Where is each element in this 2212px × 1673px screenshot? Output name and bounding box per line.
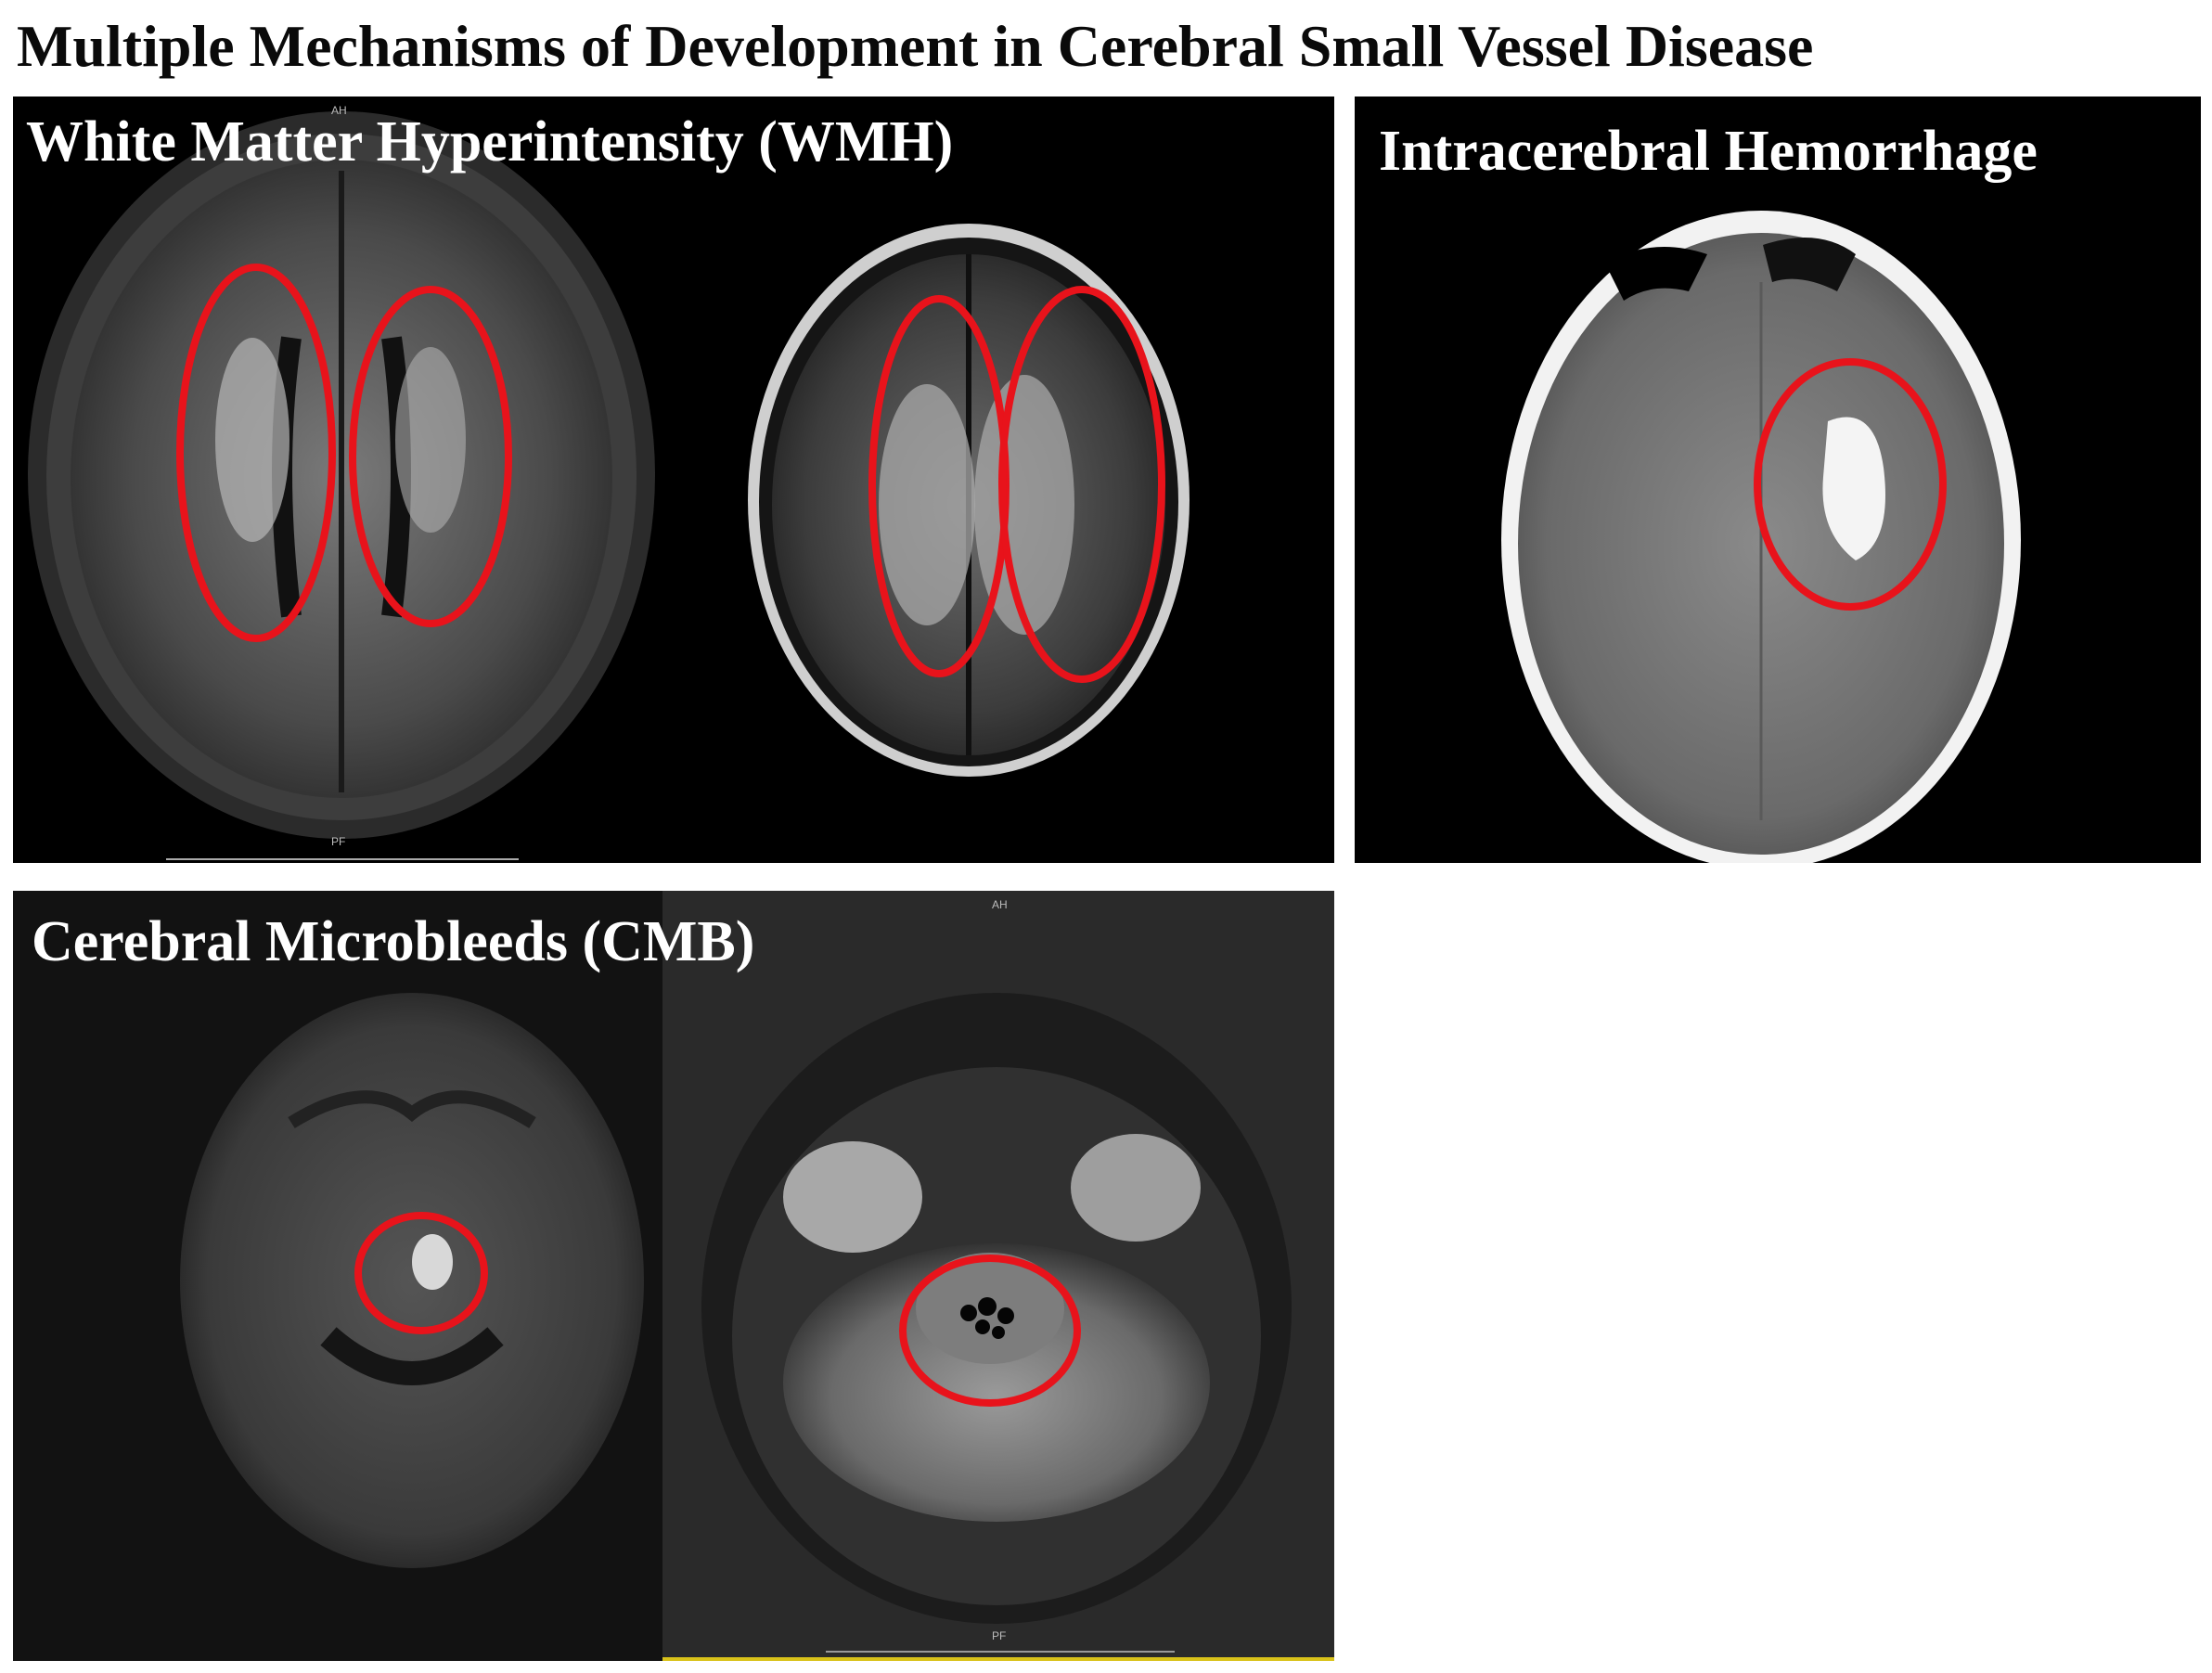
- wmh-highlight-1: [176, 264, 336, 642]
- ich-panel: Intracerebral Hemorrhage: [1355, 97, 2201, 863]
- ich-hematoma: [1822, 417, 1885, 560]
- cmb-panel: Cerebral Microbleeds (CMB) AH PF: [13, 891, 1334, 1661]
- wmh-panel: White Matter Hyperintensity (WMH) AH PF: [13, 97, 1334, 863]
- wmh-scan-left: [28, 111, 655, 860]
- wmh-highlight-2: [349, 286, 512, 627]
- cmb-scan-right: [701, 993, 1292, 1653]
- cmb-ah-mark: AH: [992, 898, 1008, 911]
- cmb-scans: [180, 993, 1292, 1653]
- ich-highlight: [1754, 358, 1947, 611]
- wmh-ah-mark: AH: [331, 104, 347, 117]
- cmb-panel-label: Cerebral Microbleeds (CMB): [32, 910, 755, 973]
- wmh-highlight-4: [998, 286, 1165, 683]
- figure-title: Multiple Mechanisms of Development in Ce…: [17, 13, 1814, 79]
- ich-scan: [1501, 211, 2021, 863]
- wmh-pf-mark: PF: [331, 835, 346, 848]
- ich-panel-label: Intracerebral Hemorrhage: [1379, 120, 2038, 183]
- cmb-highlight-2: [899, 1255, 1081, 1407]
- wmh-panel-label: White Matter Hyperintensity (WMH): [26, 110, 954, 174]
- wmh-scans: [28, 111, 1190, 860]
- cmb-pf-mark: PF: [992, 1629, 1007, 1642]
- cmb-scan-rule: [662, 1657, 1334, 1661]
- cmb-highlight-1: [354, 1212, 488, 1334]
- cmb-scan-left: [180, 993, 644, 1568]
- wmh-scan-right: [748, 224, 1190, 777]
